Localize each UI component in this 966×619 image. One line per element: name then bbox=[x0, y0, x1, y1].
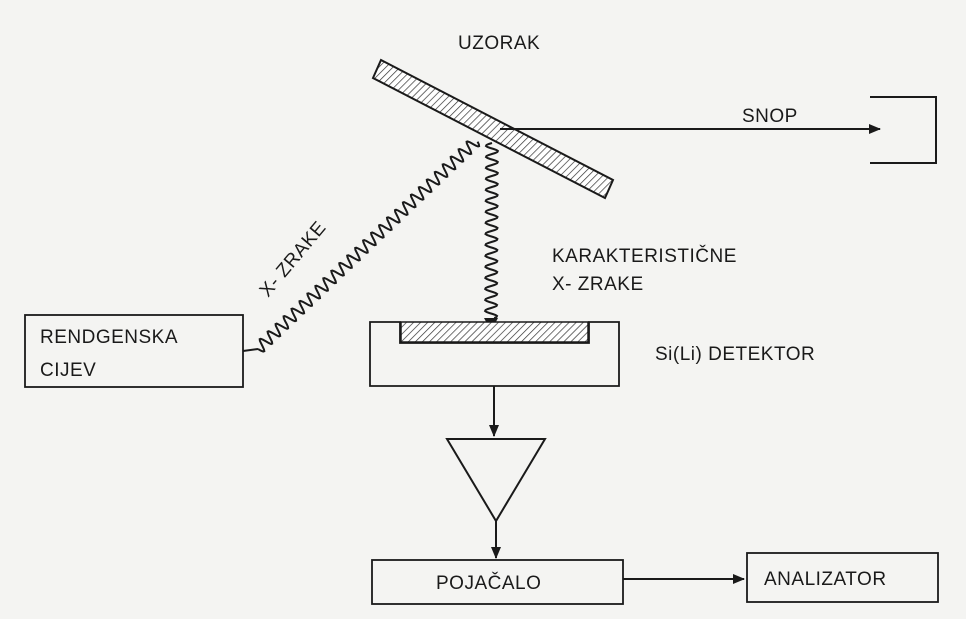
incident-xray-wave bbox=[257, 140, 481, 353]
amplifier-box bbox=[371, 559, 624, 605]
amplifier-triangle bbox=[445, 438, 547, 523]
amplifier-label: POJAČALO bbox=[436, 572, 541, 594]
sample-label: UZORAK bbox=[458, 33, 540, 54]
sample-slab bbox=[371, 58, 615, 200]
xrays-label: X- ZRAKE bbox=[256, 218, 331, 302]
tube-label-line1: RENDGENSKA bbox=[40, 327, 178, 348]
characteristic-xray-wave bbox=[483, 142, 500, 319]
tube-connector bbox=[242, 348, 259, 352]
detector-box bbox=[369, 321, 620, 387]
characteristic-label-line1: KARAKTERISTIČNE bbox=[552, 245, 737, 267]
characteristic-label-line2: X- ZRAKE bbox=[552, 274, 644, 295]
beam-label: SNOP bbox=[742, 106, 798, 127]
analyzer-label: ANALIZATOR bbox=[764, 569, 887, 590]
beam-stop-bracket bbox=[870, 96, 937, 164]
detector-label: Si(Li) DETEKTOR bbox=[655, 344, 815, 365]
detector-crystal bbox=[400, 321, 589, 343]
tube-label-line2: CIJEV bbox=[40, 360, 96, 381]
analyzer-box bbox=[746, 552, 939, 603]
